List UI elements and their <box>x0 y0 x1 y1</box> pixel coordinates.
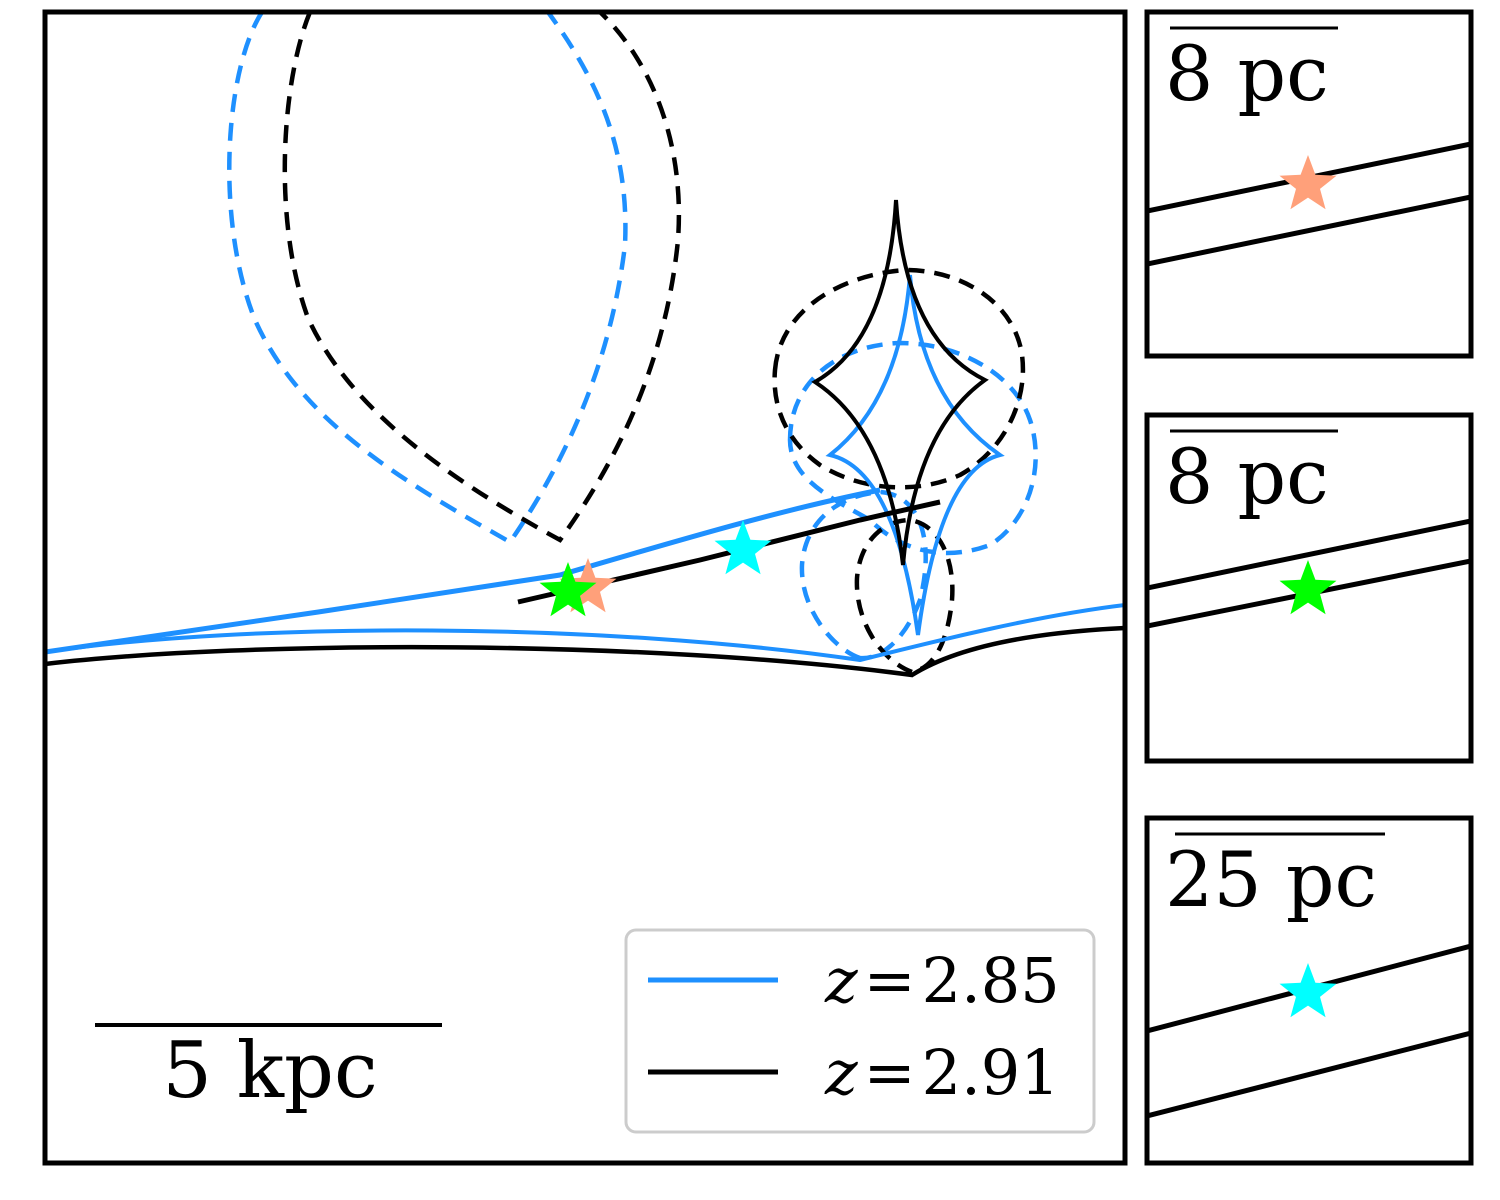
main-panel: 5 kpc z=2.85 z=2.91 <box>42 9 1128 1166</box>
inset-1-star-group <box>1279 155 1337 210</box>
inset-3-critical-line-lower <box>1147 1030 1471 1119</box>
inset-1-frame <box>1144 9 1474 359</box>
critical-line-black <box>45 625 1125 678</box>
inset-1-critical-line-lower <box>1147 194 1471 267</box>
green-star <box>539 562 597 617</box>
legend: z=2.85 z=2.91 <box>624 928 1096 1134</box>
inset-3-star-group <box>1279 963 1337 1018</box>
caustic-blue-dashed-large <box>227 12 628 545</box>
caustic-black-astroid <box>811 199 989 566</box>
caustic-black-dashed-circle <box>772 267 1026 490</box>
inset-3-star <box>1279 963 1337 1018</box>
caustic-blue-astroid <box>825 274 1005 636</box>
inset-2-star-group <box>1279 560 1337 615</box>
legend-label-blue: z=2.85 <box>824 944 1060 1017</box>
inset-3-frame <box>1144 815 1474 1166</box>
main-panel-frame <box>42 9 1128 1166</box>
legend-z-symbol-2: z <box>824 1036 858 1109</box>
inset-3-scale-label: 25 pc <box>1165 835 1377 924</box>
critical-line-blue-lower <box>45 603 1125 663</box>
legend-label-black: z=2.91 <box>824 1036 1060 1109</box>
legend-value-1: 2.85 <box>922 944 1060 1017</box>
inset-2-critical-line-upper <box>1147 518 1471 591</box>
legend-equals-1: = <box>864 944 916 1017</box>
inset-2-scale-label: 8 pc <box>1165 432 1329 521</box>
legend-value-2: 2.91 <box>922 1036 1060 1109</box>
main-stars <box>539 520 772 617</box>
scale-bar-label: 5 kpc <box>162 1026 377 1116</box>
inset-1-scale-label: 8 pc <box>1165 29 1329 118</box>
inset-2-frame <box>1144 412 1474 764</box>
inset-1: 8 pc <box>1144 9 1474 359</box>
cyan-star <box>714 520 772 575</box>
legend-z-symbol-1: z <box>824 944 858 1017</box>
inset-1-star <box>1279 155 1337 210</box>
caustic-black-dashed-large <box>282 12 682 543</box>
inset-3: 25 pc <box>1144 815 1474 1166</box>
inset-2: 8 pc <box>1144 412 1474 764</box>
critical-line-blue-upper <box>45 487 881 655</box>
inset-2-star <box>1279 560 1337 615</box>
legend-equals-2: = <box>864 1036 916 1109</box>
